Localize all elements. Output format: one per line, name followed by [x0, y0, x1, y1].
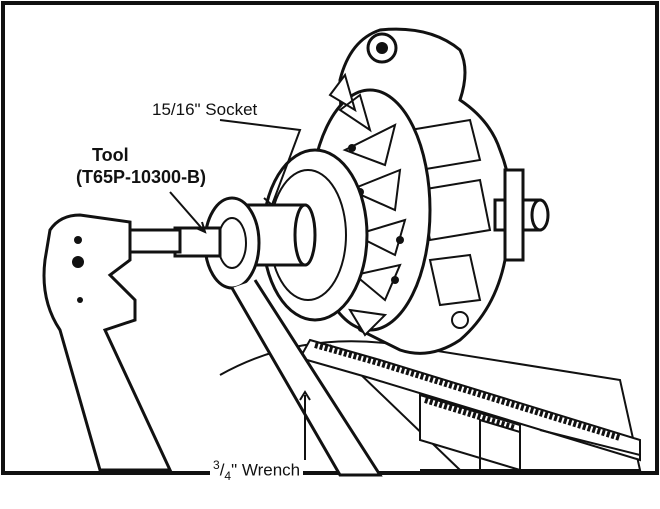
- wrench-size-denominator: 4: [224, 469, 232, 484]
- ratchet-handle: [42, 213, 173, 472]
- tool-extension: [128, 226, 222, 258]
- socket-leader: [219, 119, 302, 206]
- tool-label: Tool: [92, 145, 129, 165]
- leader-lines: [169, 119, 311, 460]
- socket-label: 15/16" Socket: [152, 100, 258, 119]
- wrench-label: 3/4" Wrench: [210, 458, 304, 484]
- tool-leader: [169, 191, 206, 233]
- wrench-size-numerator: 3: [213, 458, 220, 472]
- wrench-label-text: " Wrench: [231, 460, 301, 480]
- tool-part-number-label: (T65P-10300-B): [76, 167, 207, 187]
- figure-border: [1, 1, 659, 475]
- box-wrench: [203, 196, 383, 477]
